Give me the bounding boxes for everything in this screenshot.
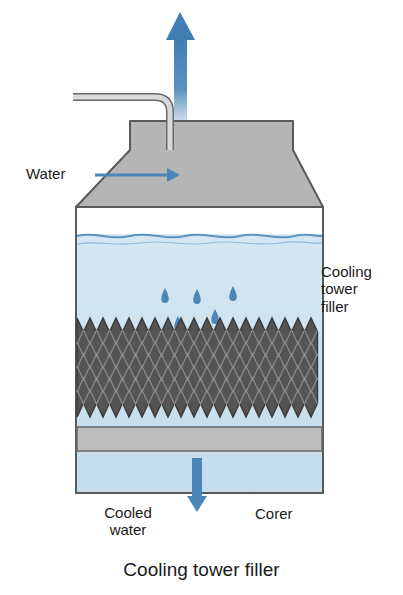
- filler-pack: [77, 318, 318, 417]
- inlet-pipe: [73, 97, 170, 150]
- support-plate: [77, 427, 322, 451]
- exhaust-arrow-shaft: [174, 38, 187, 130]
- inlet-pipe-outline: [73, 97, 170, 150]
- filler-texture: [77, 378, 318, 392]
- part-label: Water: [26, 165, 96, 182]
- water-surface: [77, 235, 322, 238]
- filler-texture: [77, 354, 318, 368]
- tower-body: [76, 207, 323, 493]
- filler-texture: [77, 390, 318, 404]
- inlet-arrow-head: [167, 168, 180, 182]
- filler-texture: [77, 342, 318, 356]
- caption: Cooling tower filler: [40, 559, 363, 581]
- filler-texture: [77, 366, 318, 380]
- outlet-arrow-head: [187, 496, 207, 512]
- water-droplets: [161, 286, 237, 331]
- outlet-arrow-shaft: [192, 458, 202, 498]
- exhaust-arrow-head: [166, 12, 195, 40]
- part-label: Corer: [255, 505, 315, 522]
- part-label: Cooling tower filler: [321, 263, 387, 315]
- water-ripple: [77, 242, 322, 244]
- part-label: Cooled water: [88, 504, 168, 539]
- tower-hood: [76, 121, 323, 207]
- filler-texture: [77, 330, 318, 344]
- inlet-arrow-shaft: [95, 174, 170, 177]
- air-space: [77, 208, 322, 234]
- filler-body: [77, 318, 318, 417]
